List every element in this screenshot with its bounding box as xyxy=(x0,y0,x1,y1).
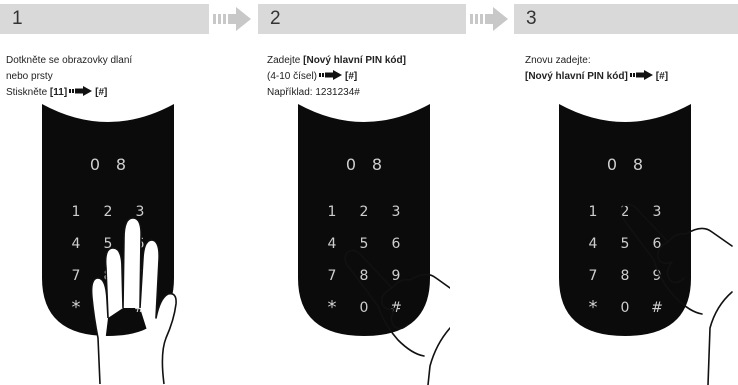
key-7[interactable]: 7 xyxy=(328,268,337,284)
lock-keypad-3: 0 8 1 2 3 4 5 6 7 8 9 * 0 # xyxy=(557,100,693,340)
indicator-zero: 0 xyxy=(346,155,356,174)
hash-key-text: [#] xyxy=(656,71,668,82)
instruction-text: (4-10 čísel) xyxy=(267,71,317,82)
key-3[interactable]: 3 xyxy=(392,204,401,220)
step-1-header: 1 xyxy=(0,4,209,34)
step-3-header: 3 xyxy=(514,4,738,34)
instruction-line: Dotkněte se obrazovky dlaní xyxy=(6,53,226,69)
key-5[interactable]: 5 xyxy=(360,236,369,252)
instruction-line: Zadejte [Nový hlavní PIN kód] xyxy=(267,53,487,69)
instruction-text: Zadejte xyxy=(267,55,303,66)
instruction-text: Stiskněte xyxy=(6,87,50,98)
indicator-eight: 8 xyxy=(372,155,382,174)
step-2-instructions: Zadejte [Nový hlavní PIN kód] (4-10 číse… xyxy=(267,53,487,101)
instruction-line: nebo prsty xyxy=(6,69,226,85)
key-6[interactable]: 6 xyxy=(653,236,662,252)
key-9[interactable]: 9 xyxy=(653,268,662,284)
new-pin-text: [Nový hlavní PIN kód] xyxy=(303,55,406,66)
indicator-eight: 8 xyxy=(116,155,126,174)
key-8[interactable]: 8 xyxy=(621,268,630,284)
indicator-eight: 8 xyxy=(633,155,643,174)
key-1[interactable]: 1 xyxy=(328,204,337,220)
instruction-line: Stiskněte [11] [#] xyxy=(6,85,226,101)
key-9[interactable]: 9 xyxy=(392,268,401,284)
key-3[interactable]: 3 xyxy=(653,204,662,220)
then-arrow-icon xyxy=(319,70,343,80)
key-2[interactable]: 2 xyxy=(621,204,630,220)
step-2-header: 2 xyxy=(258,4,466,34)
new-pin-text: [Nový hlavní PIN kód] xyxy=(525,71,628,82)
key-hash[interactable]: # xyxy=(134,300,146,316)
key-7[interactable]: 7 xyxy=(589,268,598,284)
key-star[interactable]: * xyxy=(589,297,598,318)
hash-key-text: [#] xyxy=(345,71,357,82)
hash-key-text: [#] xyxy=(95,87,107,98)
key-6[interactable]: 6 xyxy=(136,236,145,252)
key-4[interactable]: 4 xyxy=(328,236,337,252)
key-8[interactable]: 8 xyxy=(360,268,369,284)
key-1[interactable]: 1 xyxy=(589,204,598,220)
step-3-instructions: Znovu zadejte: [Nový hlavní PIN kód] [#] xyxy=(525,53,735,85)
key-2[interactable]: 2 xyxy=(104,204,113,220)
instruction-line: (4-10 čísel) [#] xyxy=(267,69,487,85)
key-4[interactable]: 4 xyxy=(72,236,81,252)
step-2-number: 2 xyxy=(270,8,281,29)
key-5[interactable]: 5 xyxy=(104,236,113,252)
key-0[interactable]: 0 xyxy=(360,300,369,316)
lock-keypad-1: 0 8 1 2 3 4 5 6 7 8 9 * 0 # xyxy=(40,100,176,340)
instruction-line: [Nový hlavní PIN kód] [#] xyxy=(525,69,735,85)
code-11: [11] xyxy=(50,87,67,98)
indicator-zero: 0 xyxy=(607,155,617,174)
key-star[interactable]: * xyxy=(328,297,337,318)
instruction-line: Znovu zadejte: xyxy=(525,53,735,69)
next-step-arrow-icon xyxy=(469,6,509,32)
key-9[interactable]: 9 xyxy=(136,268,145,284)
key-0[interactable]: 0 xyxy=(104,300,113,316)
key-4[interactable]: 4 xyxy=(589,236,598,252)
step-1-instructions: Dotkněte se obrazovky dlaní nebo prsty S… xyxy=(6,53,226,101)
key-6[interactable]: 6 xyxy=(392,236,401,252)
key-3[interactable]: 3 xyxy=(136,204,145,220)
key-star[interactable]: * xyxy=(72,297,81,318)
lock-keypad-2: 0 8 1 2 3 4 5 6 7 8 9 * 0 # xyxy=(296,100,432,340)
key-1[interactable]: 1 xyxy=(72,204,81,220)
key-2[interactable]: 2 xyxy=(360,204,369,220)
step-3-number: 3 xyxy=(526,8,537,29)
then-arrow-icon xyxy=(630,70,654,80)
key-5[interactable]: 5 xyxy=(621,236,630,252)
instruction-line: Například: 1231234# xyxy=(267,85,487,101)
then-arrow-icon xyxy=(69,86,93,96)
key-7[interactable]: 7 xyxy=(72,268,81,284)
key-0[interactable]: 0 xyxy=(621,300,630,316)
key-8[interactable]: 8 xyxy=(104,268,113,284)
next-step-arrow-icon xyxy=(212,6,252,32)
key-hash[interactable]: # xyxy=(390,300,402,316)
indicator-zero: 0 xyxy=(90,155,100,174)
step-1-number: 1 xyxy=(12,8,23,29)
key-hash[interactable]: # xyxy=(651,300,663,316)
